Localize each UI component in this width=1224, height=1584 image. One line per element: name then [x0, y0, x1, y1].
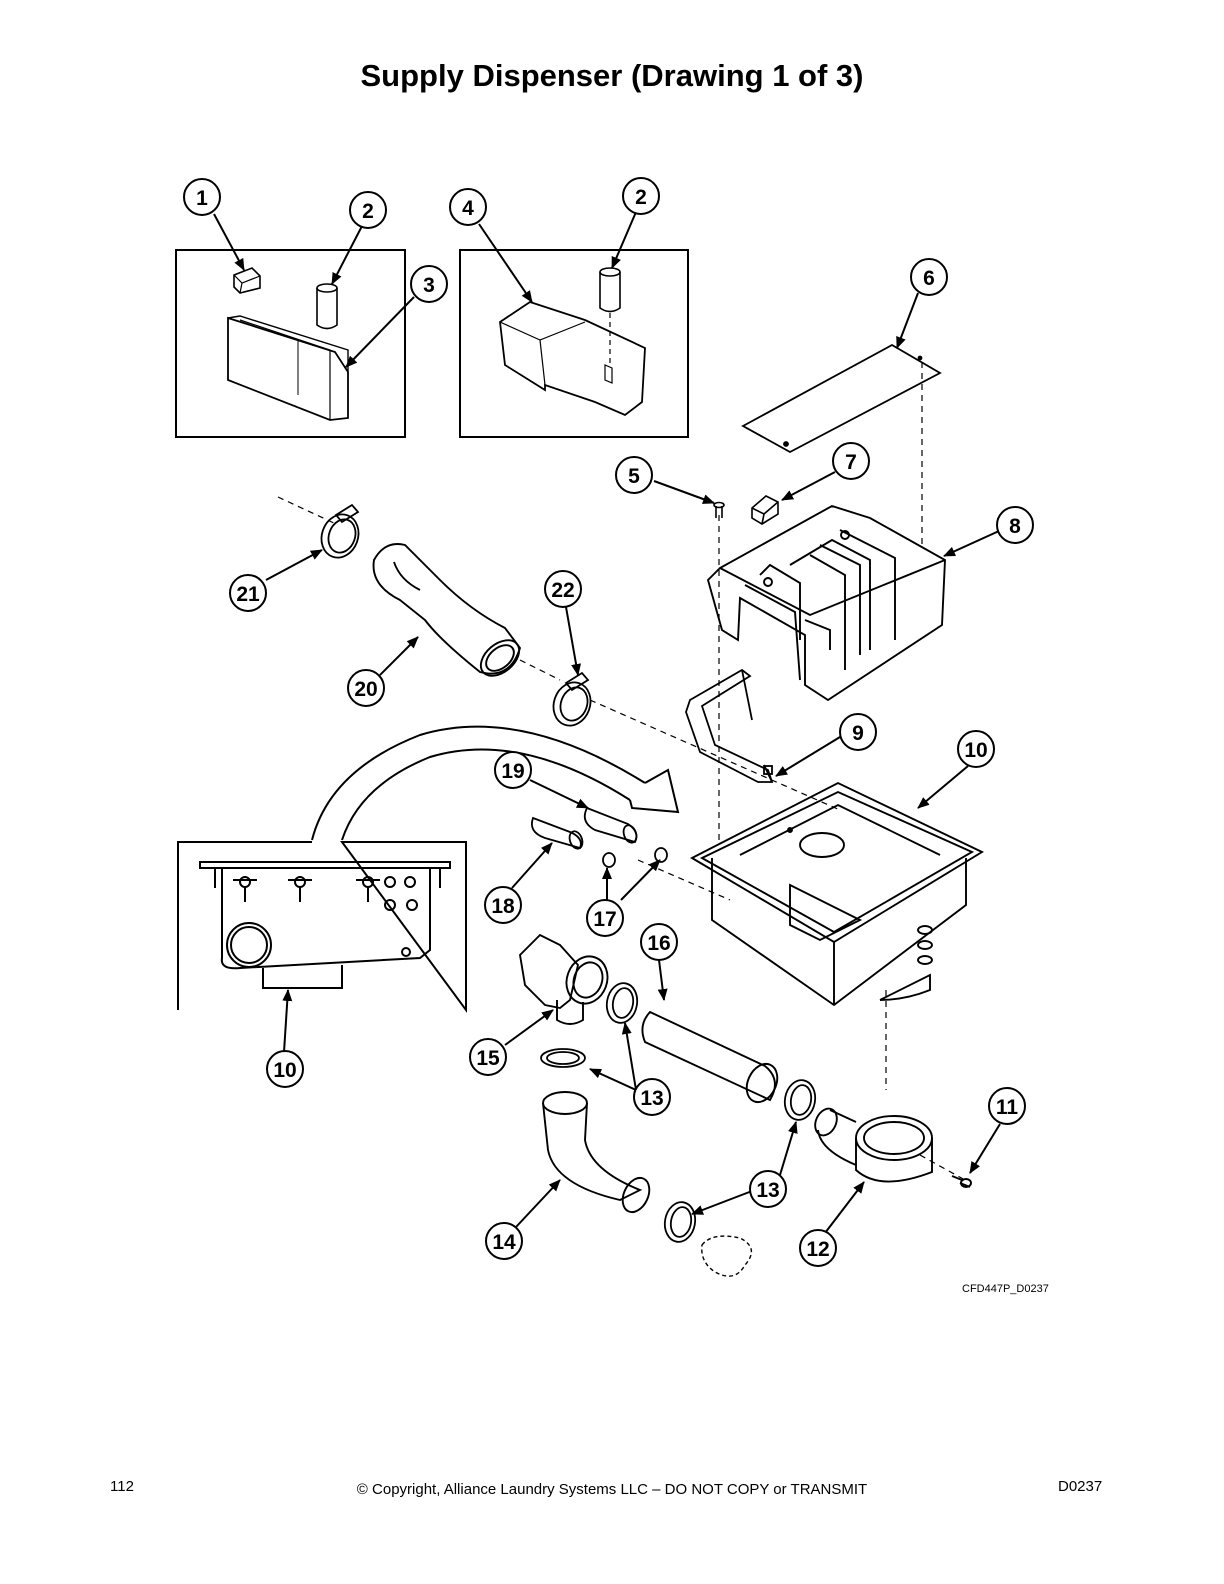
copyright-notice: © Copyright, Alliance Laundry Systems LL…	[356, 1481, 868, 1498]
tub-part	[690, 781, 984, 1007]
hose-top	[372, 543, 522, 677]
callout-6: 6	[910, 258, 948, 296]
svg-text:19: 19	[501, 760, 524, 783]
elbow-hose	[542, 1091, 753, 1277]
svg-text:20: 20	[354, 678, 377, 701]
clamp-part-13	[540, 982, 817, 1243]
svg-text:13: 13	[756, 1179, 779, 1202]
drain-fitting	[814, 1107, 972, 1188]
cap-part	[751, 495, 779, 525]
callout-16: 16	[640, 923, 678, 961]
svg-text:10: 10	[273, 1059, 296, 1082]
svg-text:5: 5	[628, 465, 640, 488]
callout-19: 19	[494, 751, 532, 789]
page-title: Supply Dispenser (Drawing 1 of 3)	[360, 58, 864, 93]
svg-text:10: 10	[964, 739, 987, 762]
bracket-part	[685, 668, 774, 783]
svg-text:11: 11	[996, 1096, 1019, 1119]
callout-3: 3	[410, 265, 448, 303]
svg-text:13: 13	[640, 1087, 663, 1110]
callout-10b: 10	[266, 1050, 304, 1088]
svg-text:18: 18	[491, 895, 515, 918]
svg-text:2: 2	[635, 186, 647, 209]
inset-box-right	[459, 249, 689, 438]
svg-text:14: 14	[492, 1231, 516, 1254]
callout-8: 8	[996, 506, 1034, 544]
svg-text:22: 22	[551, 579, 574, 602]
svg-text:16: 16	[647, 932, 670, 955]
svg-text:9: 9	[852, 722, 864, 745]
valve-part	[518, 933, 609, 1025]
clamp-part	[320, 503, 592, 727]
callout-2a: 2	[349, 191, 387, 229]
svg-text:3: 3	[423, 274, 435, 297]
svg-text:1: 1	[196, 187, 208, 210]
callout-22: 22	[544, 570, 582, 608]
callout-2b: 2	[622, 177, 660, 215]
callout-21: 21	[229, 574, 267, 612]
svg-text:4: 4	[462, 197, 474, 220]
figure-code: CFD447P_D0237	[962, 1283, 1049, 1295]
callout-11: 11	[988, 1087, 1026, 1125]
inset-box-tub-side	[177, 841, 467, 1014]
svg-text:6: 6	[923, 267, 935, 290]
svg-text:17: 17	[593, 908, 616, 931]
screw-part	[713, 501, 725, 518]
callout-14: 14	[485, 1222, 523, 1260]
callout-5: 5	[615, 456, 653, 494]
flow-arrow	[311, 725, 680, 841]
callout-10a: 10	[957, 730, 995, 768]
dispenser-box	[706, 504, 946, 702]
callout-13b: 13	[749, 1170, 787, 1208]
svg-text:2: 2	[362, 200, 374, 223]
callout-13a: 13	[633, 1078, 671, 1116]
callout-20: 20	[347, 669, 385, 707]
callout-1: 1	[183, 178, 221, 216]
callout-7: 7	[832, 442, 870, 480]
inset-box-left	[175, 249, 406, 438]
callout-12: 12	[799, 1229, 837, 1267]
document-code: D0237	[1058, 1478, 1103, 1495]
callout-15: 15	[469, 1038, 507, 1076]
page-number: 112	[110, 1478, 134, 1495]
callout-9: 9	[839, 713, 877, 751]
lid-part	[741, 343, 942, 454]
svg-text:8: 8	[1009, 515, 1021, 538]
leader-lines	[213, 211, 1001, 1234]
svg-text:7: 7	[845, 451, 857, 474]
callouts: 1 2 3 4 2 6 5 7 8 21 22 20 9 10 19 18 17…	[183, 177, 1034, 1267]
hose-16	[641, 1010, 779, 1104]
callout-17: 17	[586, 899, 624, 937]
svg-text:15: 15	[476, 1047, 500, 1070]
svg-text:21: 21	[236, 583, 260, 606]
callout-18: 18	[484, 886, 522, 924]
callout-4: 4	[449, 188, 487, 226]
svg-text:12: 12	[806, 1238, 829, 1261]
small-tubes	[530, 806, 668, 868]
